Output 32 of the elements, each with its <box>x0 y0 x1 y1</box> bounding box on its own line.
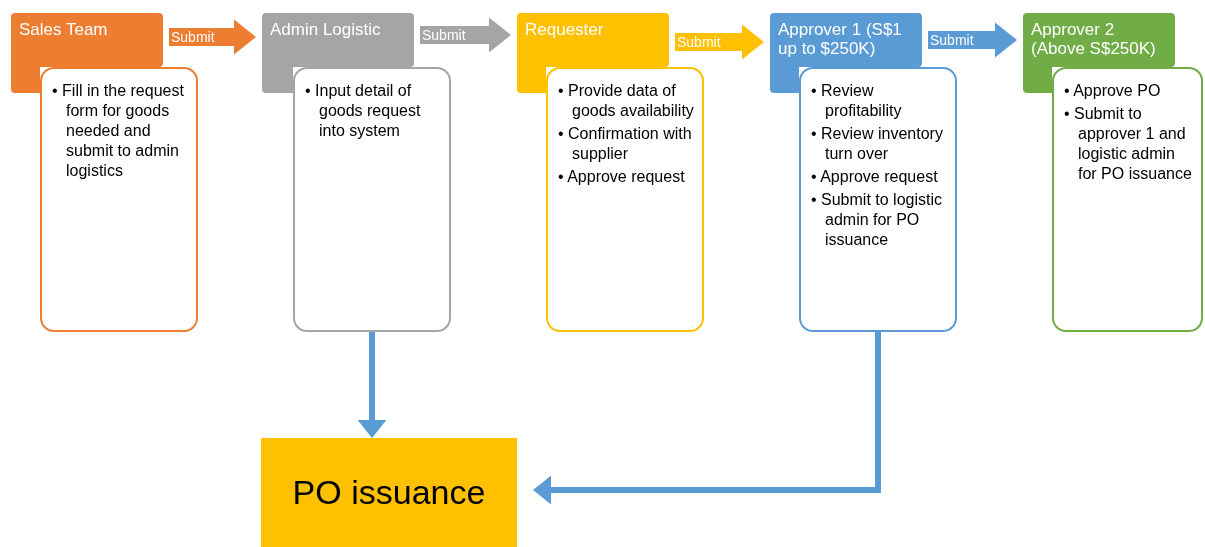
edge-label: Submit <box>677 34 721 50</box>
role-header: Approver 2 (Above S$250K) <box>1023 13 1175 67</box>
bullet-text: • Review inventory turn over <box>811 124 944 164</box>
bullet-text: • Submit to logistic admin for PO issuance <box>811 190 943 250</box>
bullet-text: • Submit to approver 1 and logistic admin for PO issuance <box>1064 104 1193 184</box>
arrow <box>533 332 881 505</box>
task-card <box>40 67 198 332</box>
edge-label: Submit <box>422 27 466 43</box>
block-arrow <box>420 17 511 53</box>
result-box: PO issuance <box>261 438 517 547</box>
role-header: Admin Logistic <box>262 13 414 67</box>
role-header: Approver 1 (S$1 up to $250K) <box>770 13 922 67</box>
bullet-text: • Approve request <box>811 167 939 187</box>
bullet-text: • Provide data of goods availability <box>558 81 695 121</box>
bullet-text: • Confirmation with supplier <box>558 124 693 164</box>
bullet-text: • Fill in the request form for goods needed and submit to admin logistics <box>52 81 185 181</box>
role-header: Requester <box>517 13 669 67</box>
arrow <box>357 332 387 438</box>
block-arrow <box>928 22 1017 58</box>
bullet-text: • Approve PO <box>1064 81 1162 101</box>
edge-label: Submit <box>930 32 974 48</box>
task-card <box>546 67 704 332</box>
block-arrow <box>169 19 256 55</box>
task-card <box>1052 67 1203 332</box>
bullet-text: • Input detail of goods request into system <box>305 81 422 141</box>
bullet-text: • Approve request <box>558 167 686 187</box>
bullet-text: • Review profitability <box>811 81 903 121</box>
edge-label: Submit <box>171 29 215 45</box>
role-header: Sales Team <box>11 13 163 67</box>
task-card <box>799 67 957 332</box>
task-card <box>293 67 451 332</box>
block-arrow <box>675 24 764 60</box>
